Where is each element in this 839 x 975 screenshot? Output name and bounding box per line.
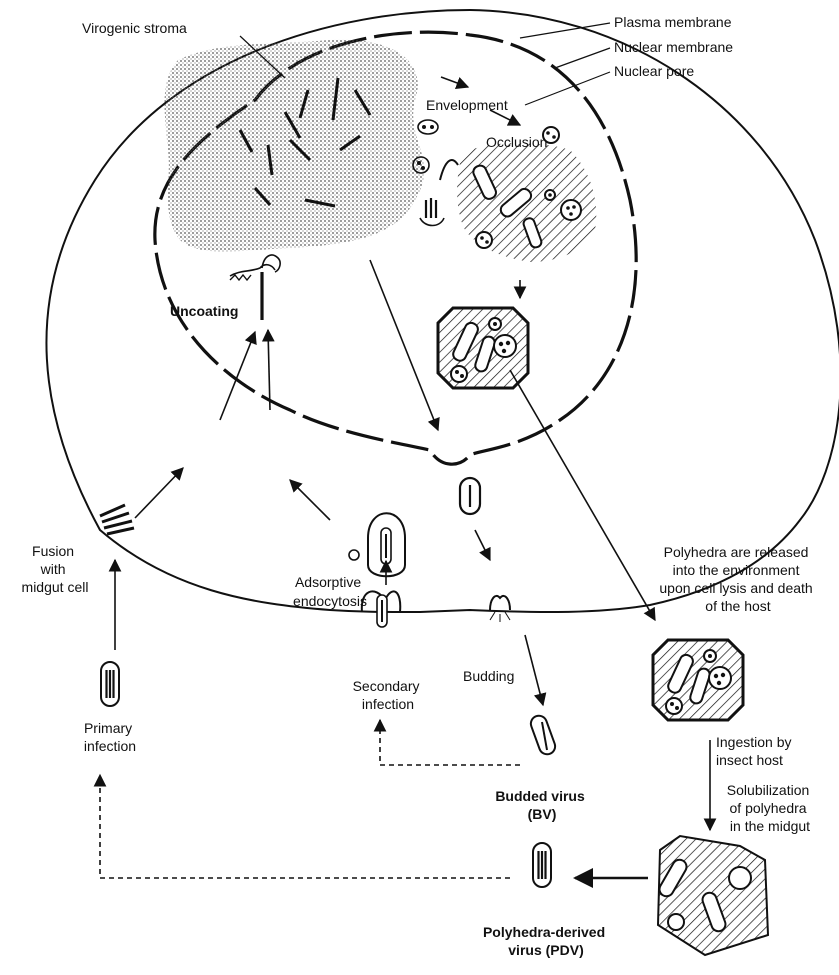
budded-virus-label: Budded virus (BV) (495, 788, 588, 822)
nuclear-membrane-label: Nuclear membrane (614, 39, 733, 55)
polyhedra-released-label: Polyhedra are released into the environm… (659, 544, 816, 614)
polyhedron-icon (436, 306, 530, 390)
ingestion-label: Ingestion by insect host (716, 734, 795, 768)
flow-arrows (93, 76, 717, 888)
budding-label: Budding (463, 668, 514, 684)
virus-rod-icon (99, 660, 121, 708)
pdv-label: Polyhedra-derived virus (PDV) (483, 924, 609, 958)
nuclear-pore-label: Nuclear pore (614, 63, 694, 79)
nucleus (153, 30, 638, 466)
adsorptive-endocytosis-label: Adsorptive endocytosis (293, 574, 367, 609)
fusion-label: Fusion with midgut cell (22, 543, 89, 595)
virogenic-stroma (164, 39, 425, 252)
enveloping-virions (412, 119, 459, 227)
budded-virus-icon (529, 714, 557, 756)
secondary-infection-label: Secondary infection (353, 678, 424, 712)
nuclear-virion (458, 476, 482, 516)
fusion-site (99, 503, 135, 536)
uncoating-virion (229, 254, 281, 320)
dissolving-polyhedron (656, 834, 770, 957)
label-leaders (239, 22, 611, 106)
primary-infection-label: Primary infection (84, 720, 136, 754)
envelopment-label: Envelopment (426, 97, 508, 113)
released-polyhedron-icon (651, 638, 745, 722)
pdv-rod-icon (531, 841, 553, 889)
endosome-icon (348, 512, 406, 578)
budding-site (360, 590, 511, 628)
occlusion-label: Occlusion (486, 134, 547, 150)
virogenic-stroma-label: Virogenic stroma (82, 20, 187, 36)
solubilization-label: Solubilization of polyhedra in the midgu… (727, 782, 813, 834)
uncoating-label: Uncoating (170, 303, 238, 319)
occlusion-body (457, 126, 597, 262)
plasma-membrane-label: Plasma membrane (614, 14, 732, 30)
